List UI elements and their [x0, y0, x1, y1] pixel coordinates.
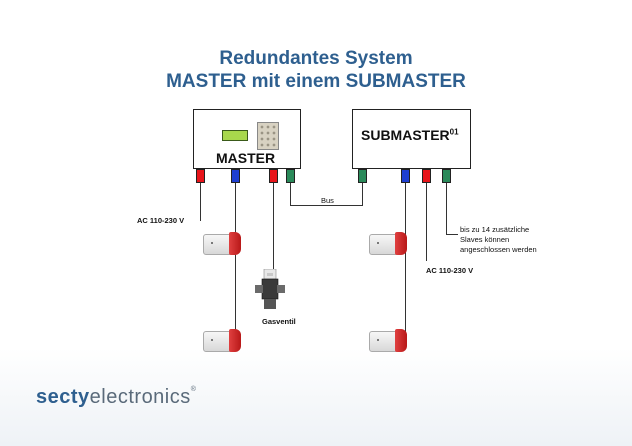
submaster-alarm-wire [405, 183, 406, 343]
slaves-note: bis zu 14 zusätzliche Slaves können ange… [460, 225, 537, 254]
gas-detector-icon [369, 329, 407, 352]
company-logo: sectyelectronics® [36, 386, 197, 408]
gas-detector-icon [203, 232, 241, 255]
master-unit: MASTER [193, 109, 301, 169]
master-power-wire [200, 183, 201, 221]
submaster-alarm-connector [401, 169, 410, 183]
submaster-power-connector [422, 169, 431, 183]
extension-wire [446, 183, 447, 235]
extension-wire-end [446, 234, 458, 235]
gas-valve-icon [255, 269, 285, 309]
gas-valve-label: Gasventil [262, 317, 296, 326]
ac-label-master: AC 110-230 V [137, 216, 185, 225]
diagram-title-line1: Redundantes System [219, 48, 413, 69]
master-label: MASTER [216, 150, 276, 166]
ac-label-submaster: AC 110-230 V [426, 266, 474, 275]
bus-wire-submaster [362, 183, 363, 206]
submaster-bus-connector [358, 169, 367, 183]
submaster-label: SUBMASTER01 [361, 127, 459, 143]
keypad-icon [257, 122, 279, 150]
master-power-connector [196, 169, 205, 183]
master-valve-connector [269, 169, 278, 183]
bus-wire [290, 205, 363, 206]
submaster-unit: SUBMASTER01 [352, 109, 471, 169]
bus-label: Bus [321, 196, 334, 205]
master-alarm-connector [231, 169, 240, 183]
submaster-power-wire [426, 183, 427, 261]
submaster-extension-connector [442, 169, 451, 183]
master-alarm-wire [235, 183, 236, 343]
gas-detector-icon [369, 232, 407, 255]
bus-wire-master [290, 183, 291, 206]
gas-detector-icon [203, 329, 241, 352]
lcd-display-icon [222, 130, 248, 141]
valve-wire [273, 183, 274, 273]
diagram-title-line2: MASTER mit einem SUBMASTER [166, 71, 466, 92]
master-bus-connector [286, 169, 295, 183]
